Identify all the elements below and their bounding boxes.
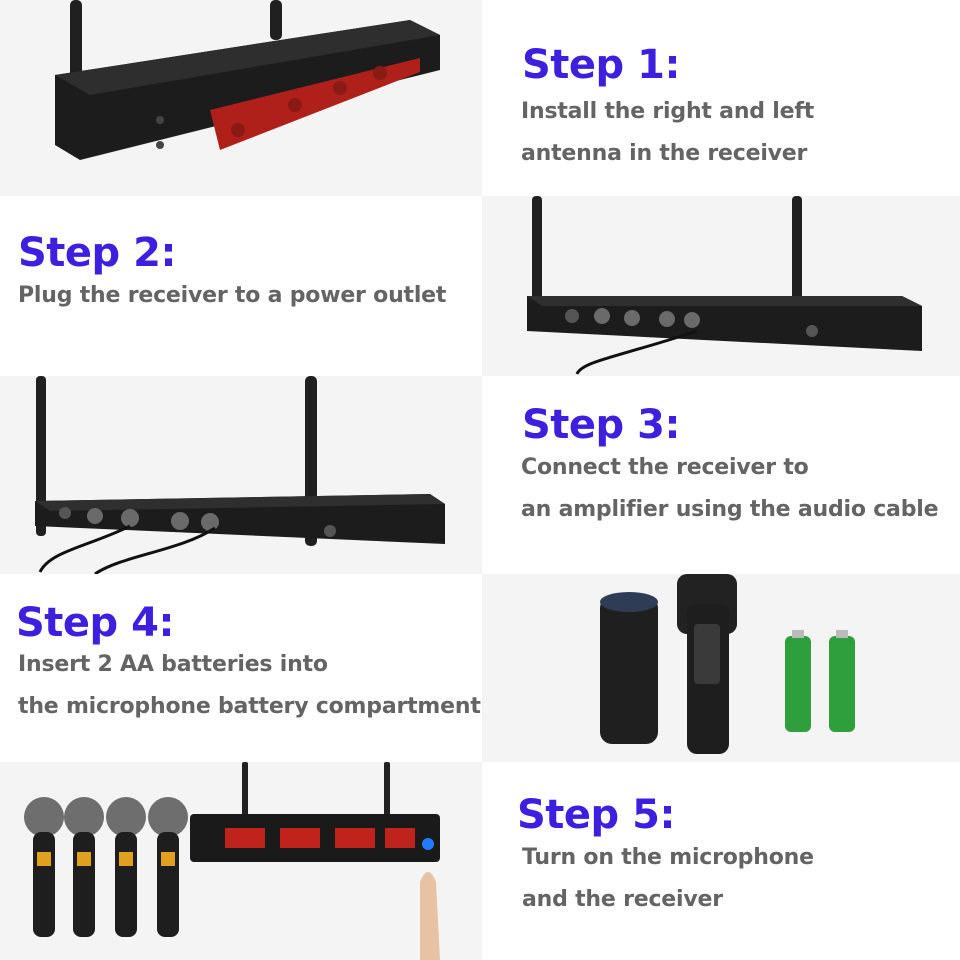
step-1-line-2: antenna in the receiver (521, 141, 808, 166)
step-4-title: Step 4: (16, 600, 174, 646)
step-5-line-1: Turn on the microphone (522, 845, 814, 870)
step-2-image (482, 196, 960, 376)
step-3-line-1: Connect the receiver to (521, 455, 809, 480)
step-2-line-1: Plug the receiver to a power outlet (18, 283, 447, 308)
step-4-line-2: the microphone battery compartment (18, 694, 481, 719)
step-5-title: Step 5: (517, 792, 675, 838)
step-1-text: Step 1: Install the right and left anten… (482, 0, 960, 196)
step-4-line-1: Insert 2 AA batteries into (18, 652, 328, 677)
step-4-text: Step 4: Insert 2 AA batteries into the m… (0, 574, 482, 762)
step-5-image (0, 762, 482, 960)
step-2-text: Step 2: Plug the receiver to a power out… (0, 196, 482, 376)
step-1-line-1: Install the right and left (521, 99, 815, 124)
step-2-title: Step 2: (18, 230, 176, 276)
receiver-top-view-icon (0, 0, 482, 196)
microphone-battery-icon (482, 574, 960, 762)
step-1-image (0, 0, 482, 196)
step-4-image (482, 574, 960, 762)
step-5-text: Step 5: Turn on the microphone and the r… (482, 762, 960, 960)
step-5-line-2: and the receiver (522, 887, 723, 912)
receiver-rear-power-icon (482, 196, 960, 376)
microphones-receiver-power-icon (0, 762, 482, 960)
step-3-image (0, 376, 482, 574)
step-3-text: Step 3: Connect the receiver to an ampli… (482, 376, 960, 574)
receiver-rear-audio-icon (0, 376, 482, 574)
step-3-line-2: an amplifier using the audio cable (521, 497, 939, 522)
step-3-title: Step 3: (522, 402, 680, 448)
step-1-title: Step 1: (522, 42, 680, 88)
